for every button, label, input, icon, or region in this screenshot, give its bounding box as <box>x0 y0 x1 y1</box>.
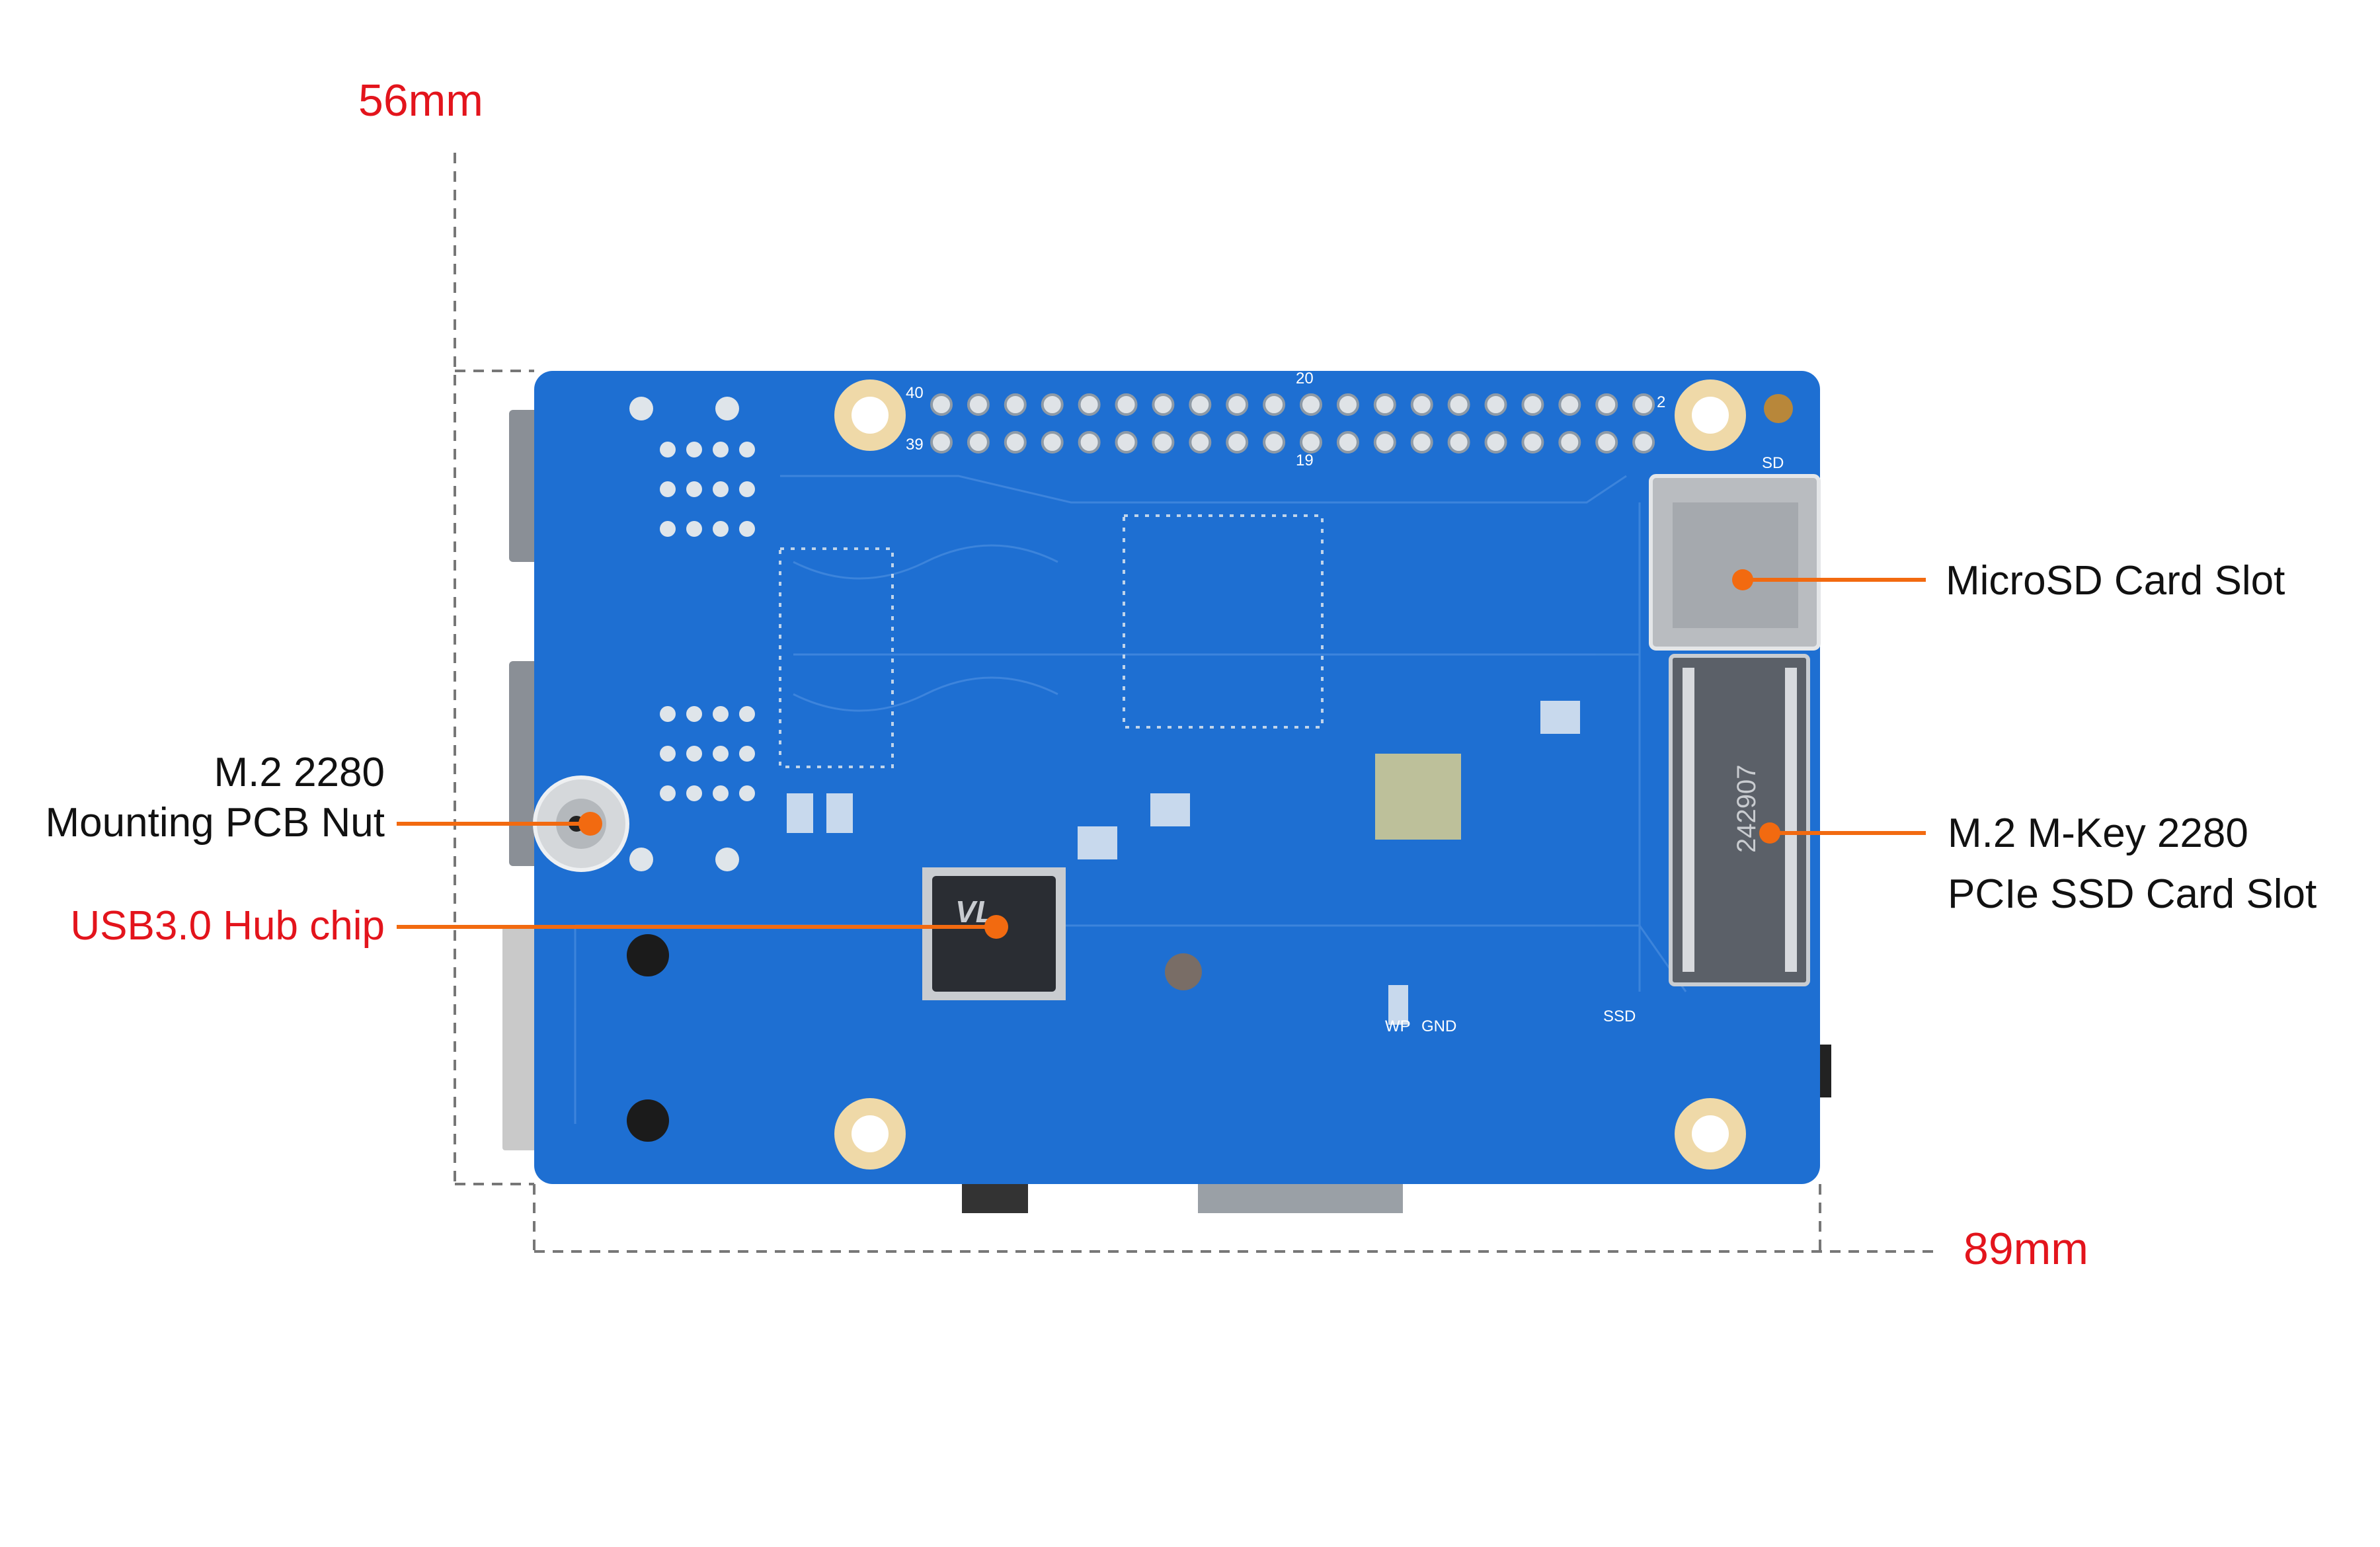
width-dimension-label: 56mm <box>358 75 483 126</box>
svg-text:40: 40 <box>906 384 924 402</box>
callout-microsd-label: MicroSD Card Slot <box>1946 558 2285 604</box>
gpio-pin <box>1484 393 1507 416</box>
gpio-pin <box>1336 393 1359 416</box>
gpio-pin <box>1078 431 1101 454</box>
gpio-pin <box>1226 431 1249 454</box>
m2-ssd-slot: 242907 <box>1669 654 1810 986</box>
side-connectors <box>502 410 1831 1213</box>
gpio-pin <box>1410 431 1433 454</box>
gpio-pin <box>930 393 953 416</box>
gpio-pin <box>1152 431 1175 454</box>
gpio-pin <box>967 431 990 454</box>
mounting-holes <box>834 379 1793 1170</box>
gpio-pin <box>1632 431 1655 454</box>
callout-m2-slot-label-line1: M.2 M-Key 2280 <box>1948 811 2248 856</box>
svg-text:39: 39 <box>906 436 924 454</box>
svg-text:GND: GND <box>1421 1017 1456 1035</box>
gpio-pin <box>1595 393 1618 416</box>
gpio-pin <box>1373 393 1396 416</box>
gpio-pin <box>1078 393 1101 416</box>
svg-text:SSD: SSD <box>1603 1008 1636 1025</box>
gpio-pin <box>1595 431 1618 454</box>
gpio-pin <box>1152 393 1175 416</box>
gpio-pin <box>1558 393 1581 416</box>
callout-usb-hub-label: USB3.0 Hub chip <box>70 903 385 949</box>
gpio-pin <box>1004 431 1027 454</box>
callout-m2-slot-label-line2: PCIe SSD Card Slot <box>1948 871 2317 917</box>
gpio-pin <box>1189 393 1212 416</box>
standoffs <box>627 934 669 1142</box>
gpio-pin <box>1300 393 1322 416</box>
svg-text:242907: 242907 <box>1732 765 1761 853</box>
gpio-pin <box>1373 431 1396 454</box>
gpio-pin <box>930 431 953 454</box>
gpio-pin <box>1484 431 1507 454</box>
smd-components <box>779 514 1580 1025</box>
gpio-pin <box>1558 431 1581 454</box>
microsd-slot <box>1649 474 1821 651</box>
gpio-pin <box>1521 393 1544 416</box>
svg-text:SD: SD <box>1762 454 1784 472</box>
gpio-pin <box>1300 431 1322 454</box>
gpio-pin <box>1410 393 1433 416</box>
gpio-pin <box>1226 393 1249 416</box>
gpio-pin <box>1447 393 1470 416</box>
gpio-pin <box>1115 393 1138 416</box>
gpio-pin <box>1263 431 1286 454</box>
gpio-pin <box>1447 431 1470 454</box>
gpio-pin <box>967 393 990 416</box>
svg-text:20: 20 <box>1296 370 1314 387</box>
pcb-board <box>534 371 1820 1184</box>
gpio-pin <box>1115 431 1138 454</box>
callout-nut-label-line2: Mounting PCB Nut <box>45 800 385 846</box>
pad-grid <box>629 397 755 871</box>
gpio-pin <box>1632 393 1655 416</box>
svg-text:WP: WP <box>1385 1017 1411 1035</box>
gpio-pin <box>1189 431 1212 454</box>
callout-lines <box>397 569 1926 939</box>
gpio-pin <box>1004 393 1027 416</box>
gpio-pin <box>1041 393 1064 416</box>
svg-text:2: 2 <box>1657 393 1665 411</box>
length-dimension-label: 89mm <box>1964 1224 2088 1274</box>
gpio-pin <box>1336 431 1359 454</box>
dimension-lines <box>454 153 1938 1253</box>
gpio-pin <box>1041 431 1064 454</box>
gpio-header <box>930 393 1655 454</box>
gpio-pin <box>1263 393 1286 416</box>
gpio-labels: 40 39 20 19 2 SD SSD WP GND <box>906 370 1784 1035</box>
svg-text:19: 19 <box>1296 452 1314 469</box>
callout-nut-label-line1: M.2 2280 <box>214 750 385 795</box>
gpio-pin <box>1521 431 1544 454</box>
